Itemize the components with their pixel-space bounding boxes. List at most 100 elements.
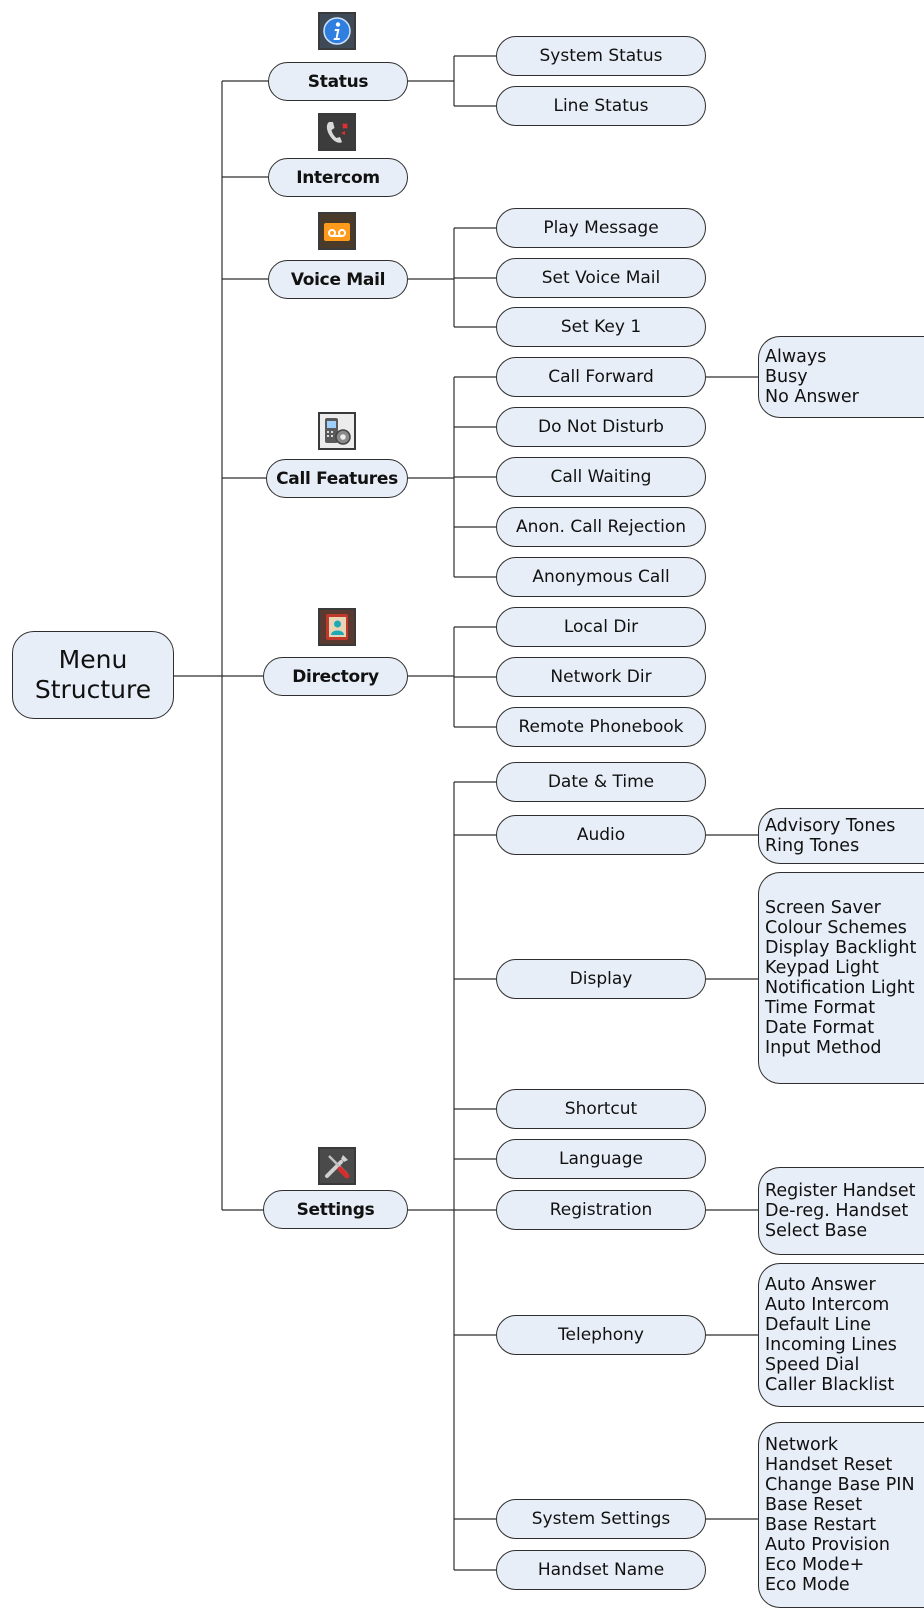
menu-item-label: Call Forward <box>548 367 654 387</box>
category-voice-mail[interactable]: Voice Mail <box>268 260 408 299</box>
display-options: Screen Saver Colour Schemes Display Back… <box>758 872 924 1084</box>
menu-item-line-status[interactable]: Line Status <box>496 86 706 126</box>
option-item[interactable]: Default Line <box>765 1315 871 1335</box>
option-item[interactable]: Notification Light <box>765 978 915 998</box>
option-item[interactable]: Always <box>765 347 827 367</box>
category-directory-label: Directory <box>292 666 379 687</box>
menu-item-date-time[interactable]: Date & Time <box>496 762 706 802</box>
menu-item-system-status[interactable]: System Status <box>496 36 706 76</box>
menu-item-label: Do Not Disturb <box>538 417 664 437</box>
menu-item-registration[interactable]: Registration <box>496 1190 706 1230</box>
option-item[interactable]: Incoming Lines <box>765 1335 897 1355</box>
menu-item-label: Play Message <box>543 218 659 238</box>
root-node: Menu Structure <box>12 631 174 719</box>
category-intercom-label: Intercom <box>296 167 380 188</box>
intercom-phone-icon <box>318 113 356 151</box>
option-item[interactable]: Register Handset <box>765 1181 916 1201</box>
menu-item-anonymous-call[interactable]: Anonymous Call <box>496 557 706 597</box>
menu-item-call-forward[interactable]: Call Forward <box>496 357 706 397</box>
menu-item-label: Network Dir <box>550 667 652 687</box>
menu-item-handset-name[interactable]: Handset Name <box>496 1550 706 1590</box>
menu-item-system-settings[interactable]: System Settings <box>496 1499 706 1539</box>
telephony-options: Auto Answer Auto Intercom Default Line I… <box>758 1263 924 1407</box>
option-item[interactable]: Auto Provision <box>765 1535 890 1555</box>
menu-item-label: Anon. Call Rejection <box>515 517 687 537</box>
menu-item-set-key-1[interactable]: Set Key 1 <box>496 307 706 347</box>
call-forward-options: Always Busy No Answer <box>758 336 924 418</box>
option-item[interactable]: Speed Dial <box>765 1355 860 1375</box>
option-item[interactable]: Auto Intercom <box>765 1295 890 1315</box>
voicemail-icon <box>318 212 356 250</box>
tools-icon <box>318 1147 356 1185</box>
menu-item-play-message[interactable]: Play Message <box>496 208 706 248</box>
menu-item-label: Local Dir <box>563 617 639 637</box>
menu-item-label: Language <box>559 1149 643 1169</box>
registration-options: Register Handset De-reg. Handset Select … <box>758 1167 924 1255</box>
menu-item-label: Set Voice Mail <box>541 268 661 288</box>
option-item[interactable]: De-reg. Handset <box>765 1201 909 1221</box>
category-intercom[interactable]: Intercom <box>268 158 408 197</box>
menu-item-telephony[interactable]: Telephony <box>496 1315 706 1355</box>
menu-item-network-dir[interactable]: Network Dir <box>496 657 706 697</box>
option-item[interactable]: Select Base <box>765 1221 868 1241</box>
menu-item-display[interactable]: Display <box>496 959 706 999</box>
menu-item-label: Set Key 1 <box>560 317 642 337</box>
option-item[interactable]: Eco Mode+ <box>765 1555 865 1575</box>
category-status-label: Status <box>307 71 369 92</box>
menu-item-label: Telephony <box>558 1325 644 1345</box>
category-call-features-label: Call Features <box>276 468 398 489</box>
menu-item-label: Call Waiting <box>550 467 652 487</box>
contacts-book-icon <box>318 608 356 646</box>
option-item[interactable]: Input Method <box>765 1038 882 1058</box>
option-item[interactable]: Display Backlight <box>765 938 917 958</box>
option-item[interactable]: Busy <box>765 367 808 387</box>
option-item[interactable]: Auto Answer <box>765 1275 876 1295</box>
option-item[interactable]: Date Format <box>765 1018 875 1038</box>
menu-item-audio[interactable]: Audio <box>496 815 706 855</box>
menu-item-label: Display <box>569 969 633 989</box>
category-directory[interactable]: Directory <box>263 657 408 696</box>
option-item[interactable]: No Answer <box>765 387 859 407</box>
menu-item-label: Date & Time <box>547 772 655 792</box>
option-item[interactable]: Advisory Tones <box>765 816 896 836</box>
menu-item-label: Shortcut <box>564 1099 638 1119</box>
phone-settings-icon <box>318 412 356 450</box>
option-item[interactable]: Change Base PIN <box>765 1475 915 1495</box>
system-settings-options: Network Handset Reset Change Base PIN Ba… <box>758 1422 924 1608</box>
option-item[interactable]: Keypad Light <box>765 958 879 978</box>
menu-item-language[interactable]: Language <box>496 1139 706 1179</box>
option-item[interactable]: Base Restart <box>765 1515 877 1535</box>
menu-item-set-voice-mail[interactable]: Set Voice Mail <box>496 258 706 298</box>
menu-item-call-waiting[interactable]: Call Waiting <box>496 457 706 497</box>
category-voice-mail-label: Voice Mail <box>290 269 386 290</box>
option-item[interactable]: Eco Mode <box>765 1575 850 1595</box>
menu-item-label: System Settings <box>531 1509 671 1529</box>
menu-item-remote-phonebook[interactable]: Remote Phonebook <box>496 707 706 747</box>
option-item[interactable]: Handset Reset <box>765 1455 893 1475</box>
root-label-line2: Structure <box>34 675 152 704</box>
menu-item-label: Line Status <box>553 96 649 116</box>
menu-item-label: Anonymous Call <box>532 567 670 587</box>
option-item[interactable]: Colour Schemes <box>765 918 907 938</box>
option-item[interactable]: Ring Tones <box>765 836 860 856</box>
category-call-features[interactable]: Call Features <box>266 459 408 498</box>
option-item[interactable]: Network <box>765 1435 839 1455</box>
audio-options: Advisory Tones Ring Tones <box>758 808 924 864</box>
option-item[interactable]: Caller Blacklist <box>765 1375 895 1395</box>
menu-item-label: Handset Name <box>537 1560 665 1580</box>
menu-item-label: Remote Phonebook <box>518 717 684 737</box>
category-settings[interactable]: Settings <box>263 1190 408 1229</box>
option-item[interactable]: Time Format <box>765 998 876 1018</box>
menu-item-do-not-disturb[interactable]: Do Not Disturb <box>496 407 706 447</box>
menu-item-shortcut[interactable]: Shortcut <box>496 1089 706 1129</box>
menu-item-label: Audio <box>576 825 626 845</box>
category-status[interactable]: Status <box>268 62 408 101</box>
option-item[interactable]: Screen Saver <box>765 898 881 918</box>
option-item[interactable]: Base Reset <box>765 1495 863 1515</box>
menu-item-local-dir[interactable]: Local Dir <box>496 607 706 647</box>
menu-item-label: System Status <box>539 46 663 66</box>
menu-item-label: Registration <box>549 1200 653 1220</box>
menu-item-anon-call-rejection[interactable]: Anon. Call Rejection <box>496 507 706 547</box>
